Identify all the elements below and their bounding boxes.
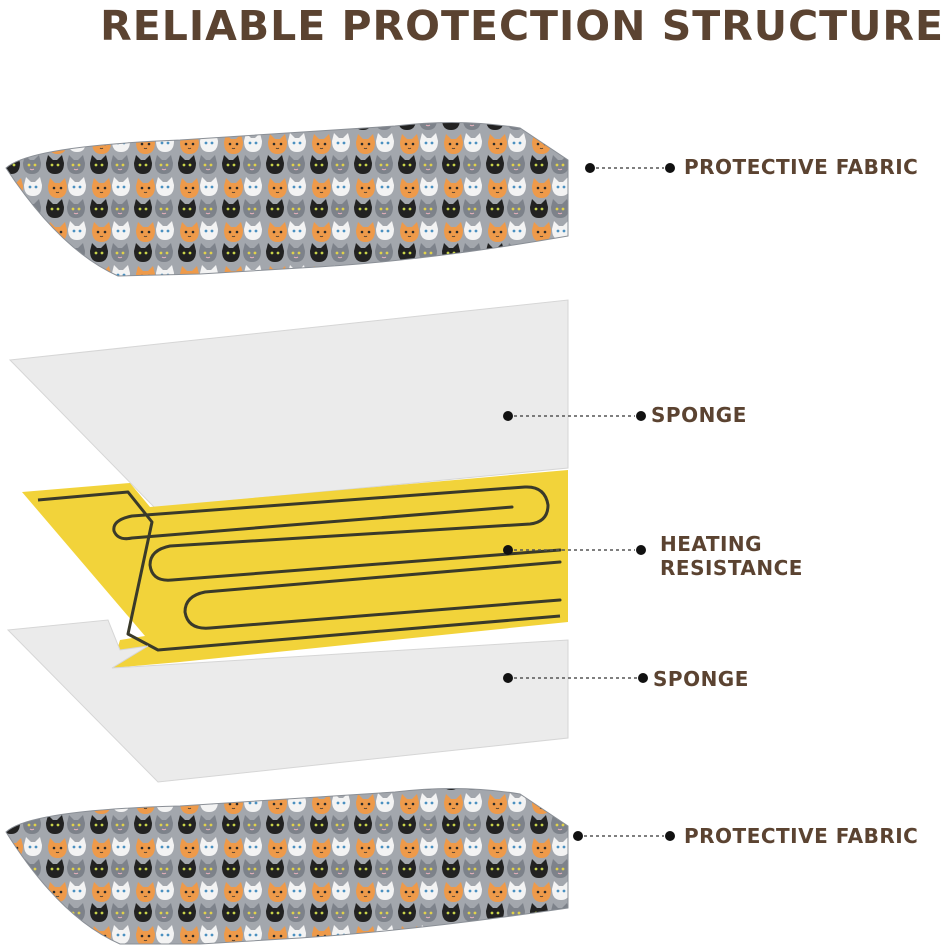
leader-line-4 — [503, 673, 648, 683]
heating-resistance-layer — [22, 470, 568, 668]
leader-line-2 — [503, 411, 646, 421]
top-protective-fabric-layer — [5, 121, 569, 277]
label-heating-line-2: RESISTANCE — [660, 556, 803, 580]
page-title: RELIABLE PROTECTION STRUCTURE — [100, 2, 944, 50]
bottom-protective-fabric-layer — [5, 787, 569, 945]
leader-line-5 — [573, 831, 675, 841]
leader-line-1 — [585, 163, 675, 173]
leader-line-3 — [503, 545, 646, 555]
label-heating-line-1: HEATING — [660, 532, 763, 556]
label-sponge-lower: SPONGE — [653, 667, 749, 691]
upper-sponge-layer — [8, 299, 569, 509]
label-sponge-upper: SPONGE — [651, 403, 747, 427]
label-heating-resistance: HEATING RESISTANCE — [660, 532, 803, 580]
lower-sponge-layer — [6, 619, 569, 783]
label-protective-fabric-bottom: PROTECTIVE FABRIC — [684, 824, 919, 848]
label-protective-fabric-top: PROTECTIVE FABRIC — [684, 155, 919, 179]
